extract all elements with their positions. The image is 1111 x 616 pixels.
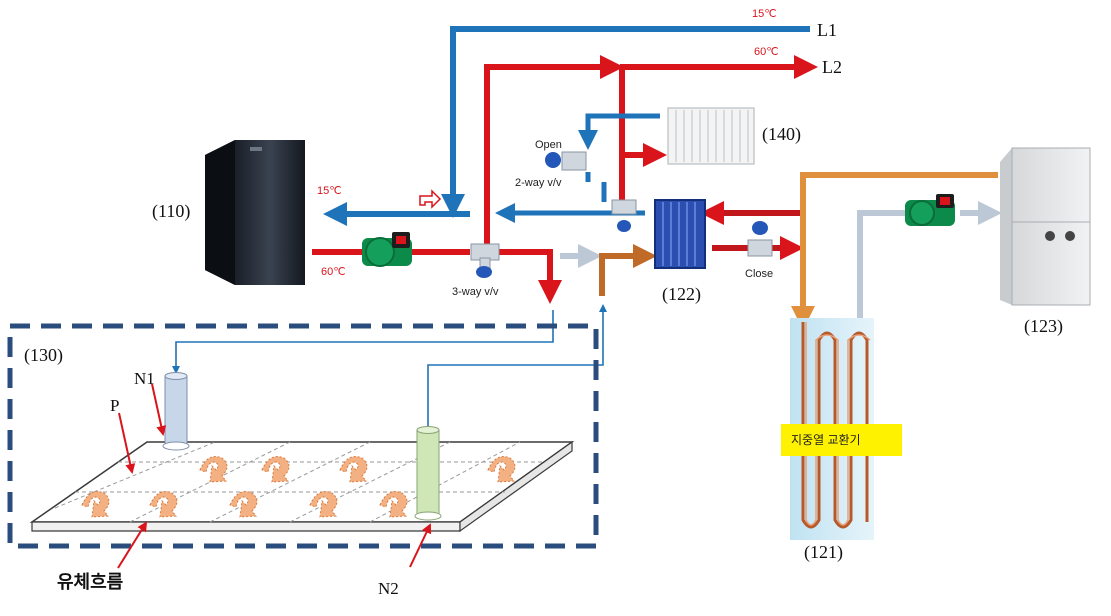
label-fluid-flow: 유체흐름 xyxy=(57,572,123,592)
well-n1 xyxy=(163,373,189,451)
label-close: Close xyxy=(745,268,773,280)
valve-exchanger-left-icon xyxy=(612,200,636,232)
temp-supply: 60℃ xyxy=(321,266,346,278)
cabinet-110 xyxy=(205,140,305,285)
valve-close-icon xyxy=(748,221,772,256)
radiator-140 xyxy=(668,108,754,164)
slab-p xyxy=(32,442,572,531)
ref-140: (140) xyxy=(762,124,801,145)
three-way-valve-icon xyxy=(471,244,499,278)
ref-130: (130) xyxy=(24,345,63,366)
pipe-hot-branch xyxy=(498,252,550,292)
ground-heat-exchanger-121 xyxy=(781,318,902,540)
label-p: P xyxy=(110,396,119,415)
label-l2: L2 xyxy=(822,57,842,77)
label-three-way: 3-way v/v xyxy=(452,286,499,298)
temp-l1: 15℃ xyxy=(752,8,777,20)
well-n2 xyxy=(415,427,441,521)
label-two-way: 2-way v/v xyxy=(515,177,562,189)
ref-110: (110) xyxy=(152,201,190,222)
label-n1: N1 xyxy=(134,369,155,388)
pipe-brown-branch xyxy=(602,256,645,296)
temp-return: 15℃ xyxy=(317,185,342,197)
return-symbol-icon xyxy=(420,191,440,207)
temp-l2: 60℃ xyxy=(754,46,779,58)
label-n2: N2 xyxy=(378,579,399,598)
pipe-l2-hot xyxy=(487,67,806,245)
pump-right-icon xyxy=(905,194,955,226)
heat-pump-123 xyxy=(1000,148,1090,305)
pipe-grey-loop xyxy=(860,213,905,325)
two-way-valve-open-icon xyxy=(545,152,586,170)
ref-122: (122) xyxy=(662,284,701,305)
label-open: Open xyxy=(535,139,562,151)
label-exchanger: 지중열 교환기 xyxy=(791,433,861,447)
ref-121: (121) xyxy=(804,542,843,563)
pump-icon xyxy=(362,232,412,266)
plate-heat-exchanger-122 xyxy=(655,200,705,268)
label-l1: L1 xyxy=(817,20,837,40)
thin-line-to-n1 xyxy=(176,310,553,372)
pipe-orange-loop xyxy=(803,175,998,318)
ref-123: (123) xyxy=(1024,316,1063,337)
